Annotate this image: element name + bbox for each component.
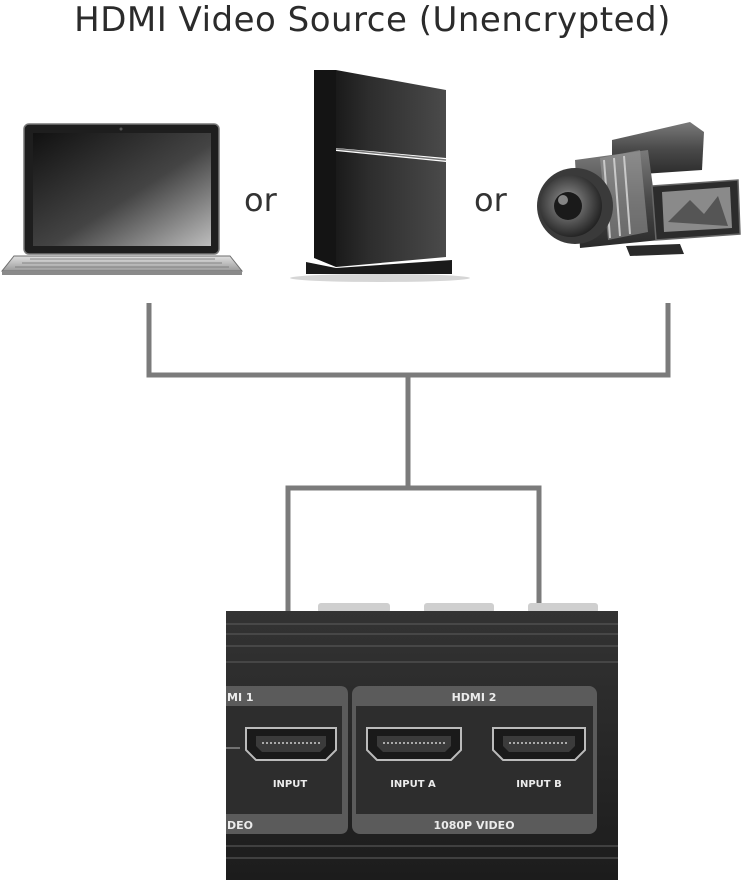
- port-label-input-a: INPUT A: [390, 779, 436, 790]
- port-label-input: INPUT: [273, 779, 308, 790]
- hdmi-port-input-b: [492, 727, 586, 761]
- laptop-icon: [0, 123, 244, 275]
- hdmi-1-label: MI 1: [227, 691, 254, 704]
- cable-lines: [146, 303, 671, 668]
- camcorder-icon: [537, 122, 741, 256]
- port-label-input-b: INPUT B: [516, 779, 561, 790]
- or-separator-2: or: [474, 181, 507, 219]
- game-console-icon: [290, 70, 470, 282]
- or-separator-1: or: [244, 181, 277, 219]
- hdmi-2-label: HDMI 2: [452, 691, 497, 704]
- hdmi-port-input: [245, 727, 337, 761]
- hdmi-switcher-device: MI 1 HDMI 2 INPUT INPUT A INPUT B DEO 10…: [226, 603, 618, 880]
- diagram-title: HDMI Video Source (Unencrypted): [74, 0, 671, 40]
- hdmi-port-input-a: [366, 727, 462, 761]
- group-2-footer: 1080P VIDEO: [433, 819, 514, 832]
- group-1-footer: DEO: [227, 819, 253, 832]
